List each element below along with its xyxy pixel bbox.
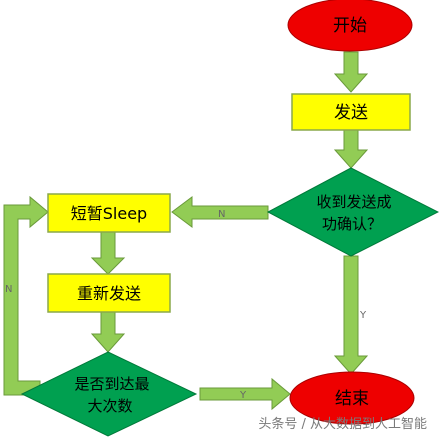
max-label-line1: 是否到达最	[74, 375, 149, 393]
watermark: 头条号 / 从大数据到人工智能	[258, 417, 427, 432]
start-label: 开始	[333, 16, 367, 36]
resend-label: 重新发送	[77, 284, 141, 303]
resend-box	[47, 273, 171, 313]
arrow-check-to-sleep	[171, 196, 269, 228]
arrow-max-loop-to-sleep	[3, 195, 49, 396]
max-label-line2: 大次数	[87, 397, 132, 415]
max-attempts-decision	[20, 351, 198, 437]
edge-label-check-no: N	[218, 209, 225, 220]
edge-label-check-yes: Y	[359, 310, 367, 321]
end-label: 结束	[335, 389, 369, 409]
edge-label-max-no: N	[5, 284, 12, 295]
arrow-start-to-send	[333, 51, 369, 93]
send-box	[291, 93, 411, 131]
edge-label-max-yes: Y	[239, 390, 247, 401]
arrow-max-to-end	[199, 377, 291, 411]
sleep-label: 短暂Sleep	[71, 204, 147, 223]
sleep-box	[47, 193, 171, 233]
start-node	[287, 0, 413, 52]
arrow-check-to-end	[333, 255, 369, 375]
arrow-sleep-to-resend	[90, 231, 126, 275]
check-decision	[266, 167, 439, 257]
check-label-line1: 收到发送成	[316, 193, 391, 211]
arrow-resend-to-max	[90, 310, 126, 353]
send-label: 发送	[334, 103, 368, 123]
end-node	[289, 371, 415, 425]
check-label-line2: 功确认？	[322, 215, 382, 233]
